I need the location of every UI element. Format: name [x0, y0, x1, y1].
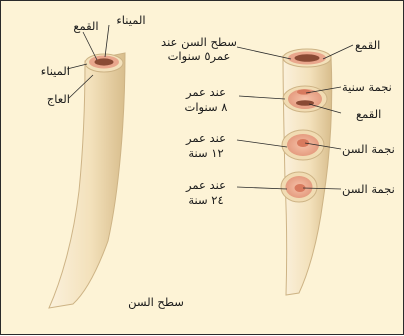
label-cup-top-left: القمع	[59, 19, 113, 33]
label-age-12-line1: عند عمر	[173, 131, 239, 145]
surface-age-24	[281, 172, 317, 202]
right-tooth	[281, 49, 332, 295]
label-dental-star-2: نجمة السن	[342, 142, 404, 156]
label-surface-age-5-line1: سطح السن عند	[159, 35, 239, 49]
label-cup-top-right: القمع	[355, 38, 403, 52]
surface-age-8	[283, 86, 327, 112]
label-tooth-surface-bottom: سطح السن	[121, 295, 191, 309]
label-dentine: العاج	[15, 92, 70, 106]
label-cup-2: القمع	[356, 107, 402, 121]
label-dental-star-1: نجمة سنية	[342, 80, 404, 94]
label-age-24-line1: عند عمر	[173, 178, 239, 192]
label-age-8-line2: ٨ سنوات	[173, 100, 239, 114]
surface-age-5	[283, 49, 331, 67]
label-dental-star-3: نجمة السن	[342, 182, 404, 196]
label-age-12-line2: ١٢ سنة	[173, 146, 239, 160]
label-enamel-side: الميناء	[15, 64, 70, 78]
label-age-24-line2: ٢٤ سنة	[173, 193, 239, 207]
label-surface-age-5-line2: عمر٥ سنوات	[159, 49, 239, 63]
left-cup	[95, 58, 114, 65]
label-age-8-line1: عند عمر	[173, 85, 239, 99]
